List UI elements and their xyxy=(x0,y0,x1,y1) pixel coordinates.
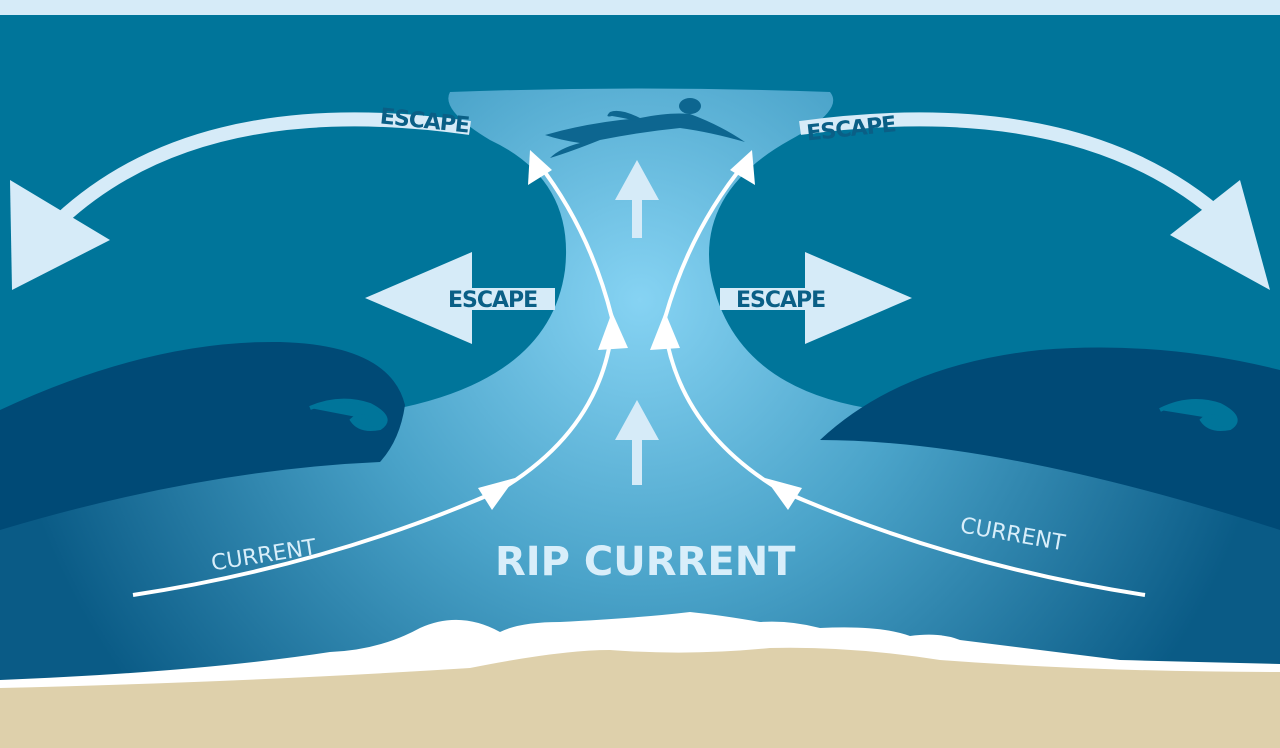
rip-current-label: RIP CURRENT xyxy=(495,539,796,585)
escape-label-mid-left: ESCAPE xyxy=(448,288,537,313)
center-up-arrows xyxy=(615,160,659,485)
wave-left xyxy=(0,341,405,530)
sky-strip xyxy=(0,0,1280,16)
flow-arrows xyxy=(132,161,1146,597)
wave-left-curl xyxy=(309,398,388,431)
escape-arcs xyxy=(10,112,1270,290)
flow-arrowheads xyxy=(478,150,802,510)
escape-side-arrows xyxy=(365,252,912,344)
sand-beach xyxy=(0,647,1280,748)
escape-label-mid-right: ESCAPE xyxy=(736,288,825,313)
swimmer-icon xyxy=(545,98,745,158)
wave-right-curl xyxy=(1159,399,1238,431)
wave-right xyxy=(820,347,1280,530)
rip-current-channel xyxy=(0,88,1280,720)
